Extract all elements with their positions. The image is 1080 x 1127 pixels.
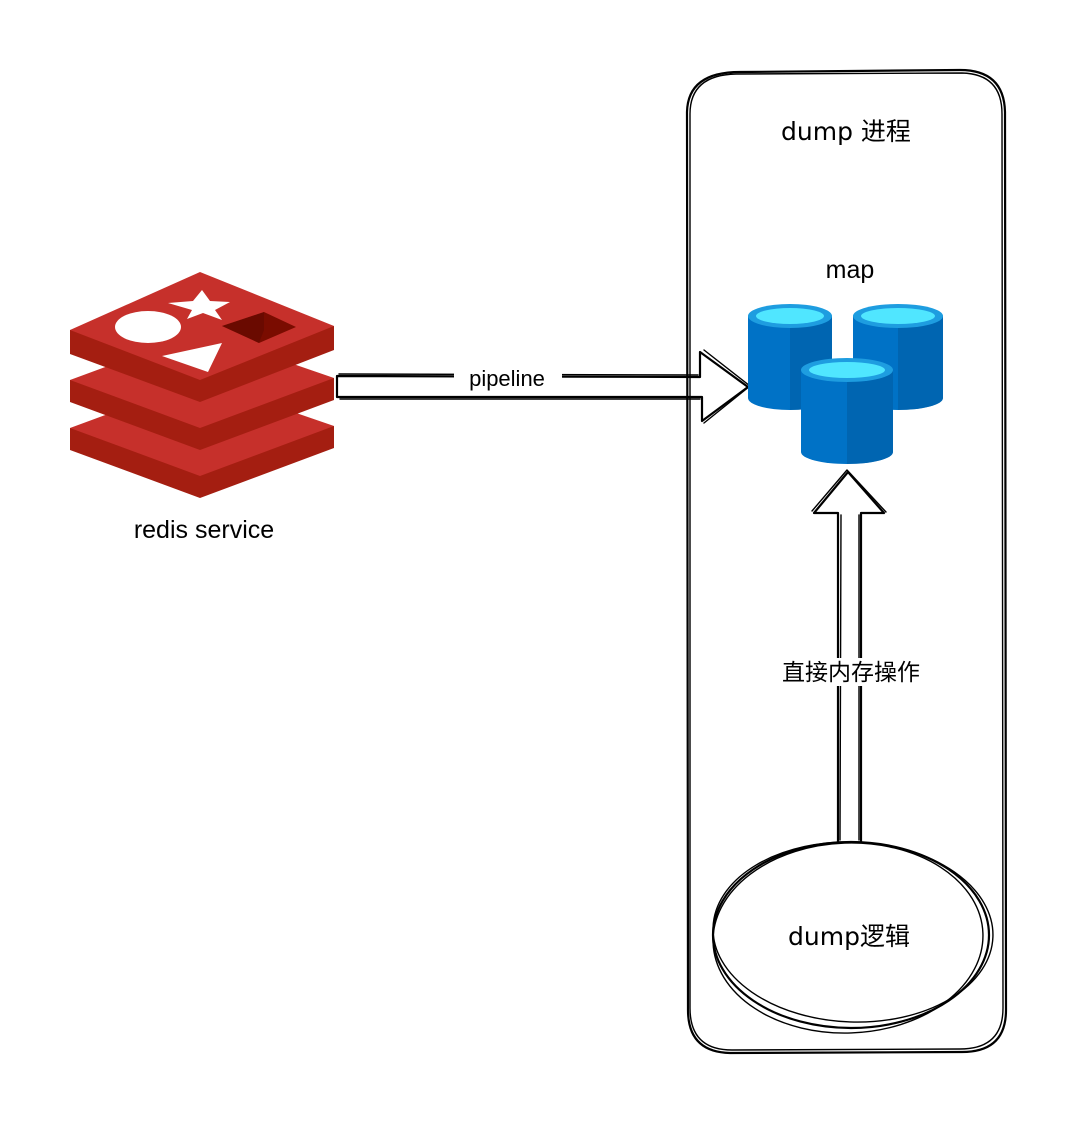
pipeline-label: pipeline [469, 366, 545, 391]
redis-star-mark [168, 290, 230, 320]
redis-logo-icon [70, 272, 334, 498]
cylinder-front [801, 358, 893, 464]
memory-operation-label: 直接内存操作 [782, 660, 920, 686]
redis-service-label: redis service [134, 516, 274, 544]
memory-operation-arrow [776, 469, 926, 844]
redis-triangle-mark [162, 343, 222, 372]
dump-logic-label: dump逻辑 [788, 922, 910, 951]
map-label: map [826, 256, 875, 284]
dump-process-title: dump 进程 [781, 117, 911, 146]
redis-circle-mark [115, 311, 181, 343]
redis-square-shade [222, 312, 264, 343]
dump-logic-ellipse [711, 840, 994, 1034]
pipeline-arrow [335, 349, 751, 424]
database-cylinder-icon [748, 304, 943, 464]
dump-process-container [685, 68, 1008, 1055]
